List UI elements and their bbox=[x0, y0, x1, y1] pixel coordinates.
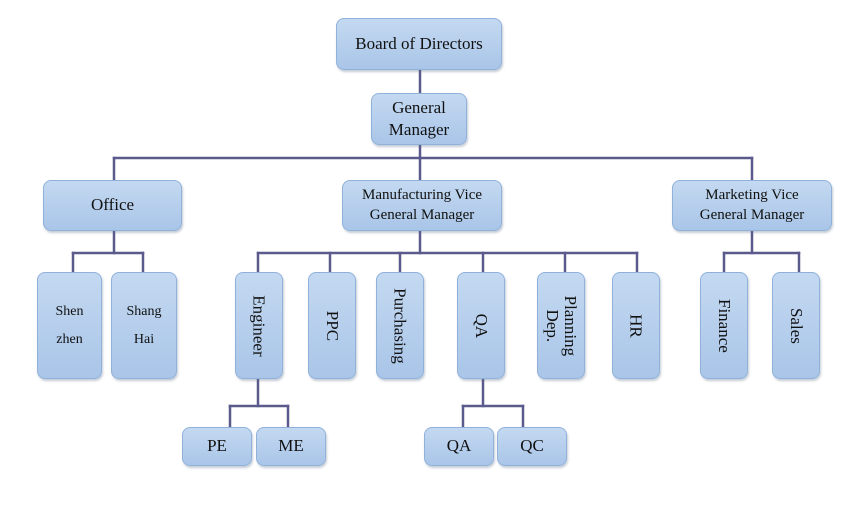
hr-label: HR bbox=[626, 313, 646, 338]
shenzhen-label-line1: Shen bbox=[55, 303, 84, 319]
ppc-box: PPC bbox=[308, 272, 356, 379]
hr-box: HR bbox=[612, 272, 660, 379]
engineer-box: Engineer bbox=[235, 272, 283, 379]
marketing-vgm-label-line2: General Manager bbox=[699, 206, 805, 223]
marketing-vgm-box: Marketing Vice General Manager bbox=[672, 180, 832, 231]
office-label: Office bbox=[90, 195, 135, 215]
shenzhen-label-line2: zhen bbox=[56, 331, 83, 347]
planning-dep-label-line1: Planning bbox=[560, 295, 580, 356]
shanghai-label-line1: Shang bbox=[126, 303, 162, 319]
planning-dep-label-line2: Dep. bbox=[543, 309, 563, 342]
purchasing-box: Purchasing bbox=[376, 272, 424, 379]
general-manager-label-line1: General bbox=[392, 97, 446, 117]
purchasing-label: Purchasing bbox=[390, 287, 410, 364]
qa-label: QA bbox=[471, 313, 491, 338]
me-box: ME bbox=[256, 427, 326, 466]
qc-box: QC bbox=[497, 427, 567, 466]
office-box: Office bbox=[43, 180, 182, 231]
me-label: ME bbox=[278, 436, 304, 456]
general-manager-label-line2: Manager bbox=[388, 120, 450, 139]
shanghai-label-line2: Hai bbox=[133, 331, 155, 347]
ppc-label: PPC bbox=[322, 310, 342, 341]
finance-label: Finance bbox=[714, 298, 734, 353]
board-of-directors-label: Board of Directors bbox=[355, 33, 483, 53]
finance-box: Finance bbox=[700, 272, 748, 379]
manufacturing-vgm-label-line1: Manufacturing Vice bbox=[361, 187, 483, 203]
pe-box: PE bbox=[182, 427, 252, 466]
pe-label: PE bbox=[207, 436, 227, 456]
sales-label: Sales bbox=[786, 307, 806, 344]
manufacturing-vgm-label-line2: General Manager bbox=[369, 206, 475, 223]
sales-box: Sales bbox=[772, 272, 820, 379]
qc-label: QC bbox=[520, 436, 544, 456]
shanghai-box: Shang Hai bbox=[111, 272, 177, 379]
board-of-directors-box: Board of Directors bbox=[336, 18, 502, 70]
qa-sub-box: QA bbox=[424, 427, 494, 466]
marketing-vgm-label-line1: Marketing Vice bbox=[705, 187, 799, 203]
engineer-label: Engineer bbox=[249, 294, 269, 357]
shenzhen-box: Shen zhen bbox=[37, 272, 102, 379]
general-manager-box: General Manager bbox=[371, 93, 467, 145]
qa-box: QA bbox=[457, 272, 505, 379]
manufacturing-vgm-box: Manufacturing Vice General Manager bbox=[342, 180, 502, 231]
qa-sub-label: QA bbox=[446, 436, 472, 456]
